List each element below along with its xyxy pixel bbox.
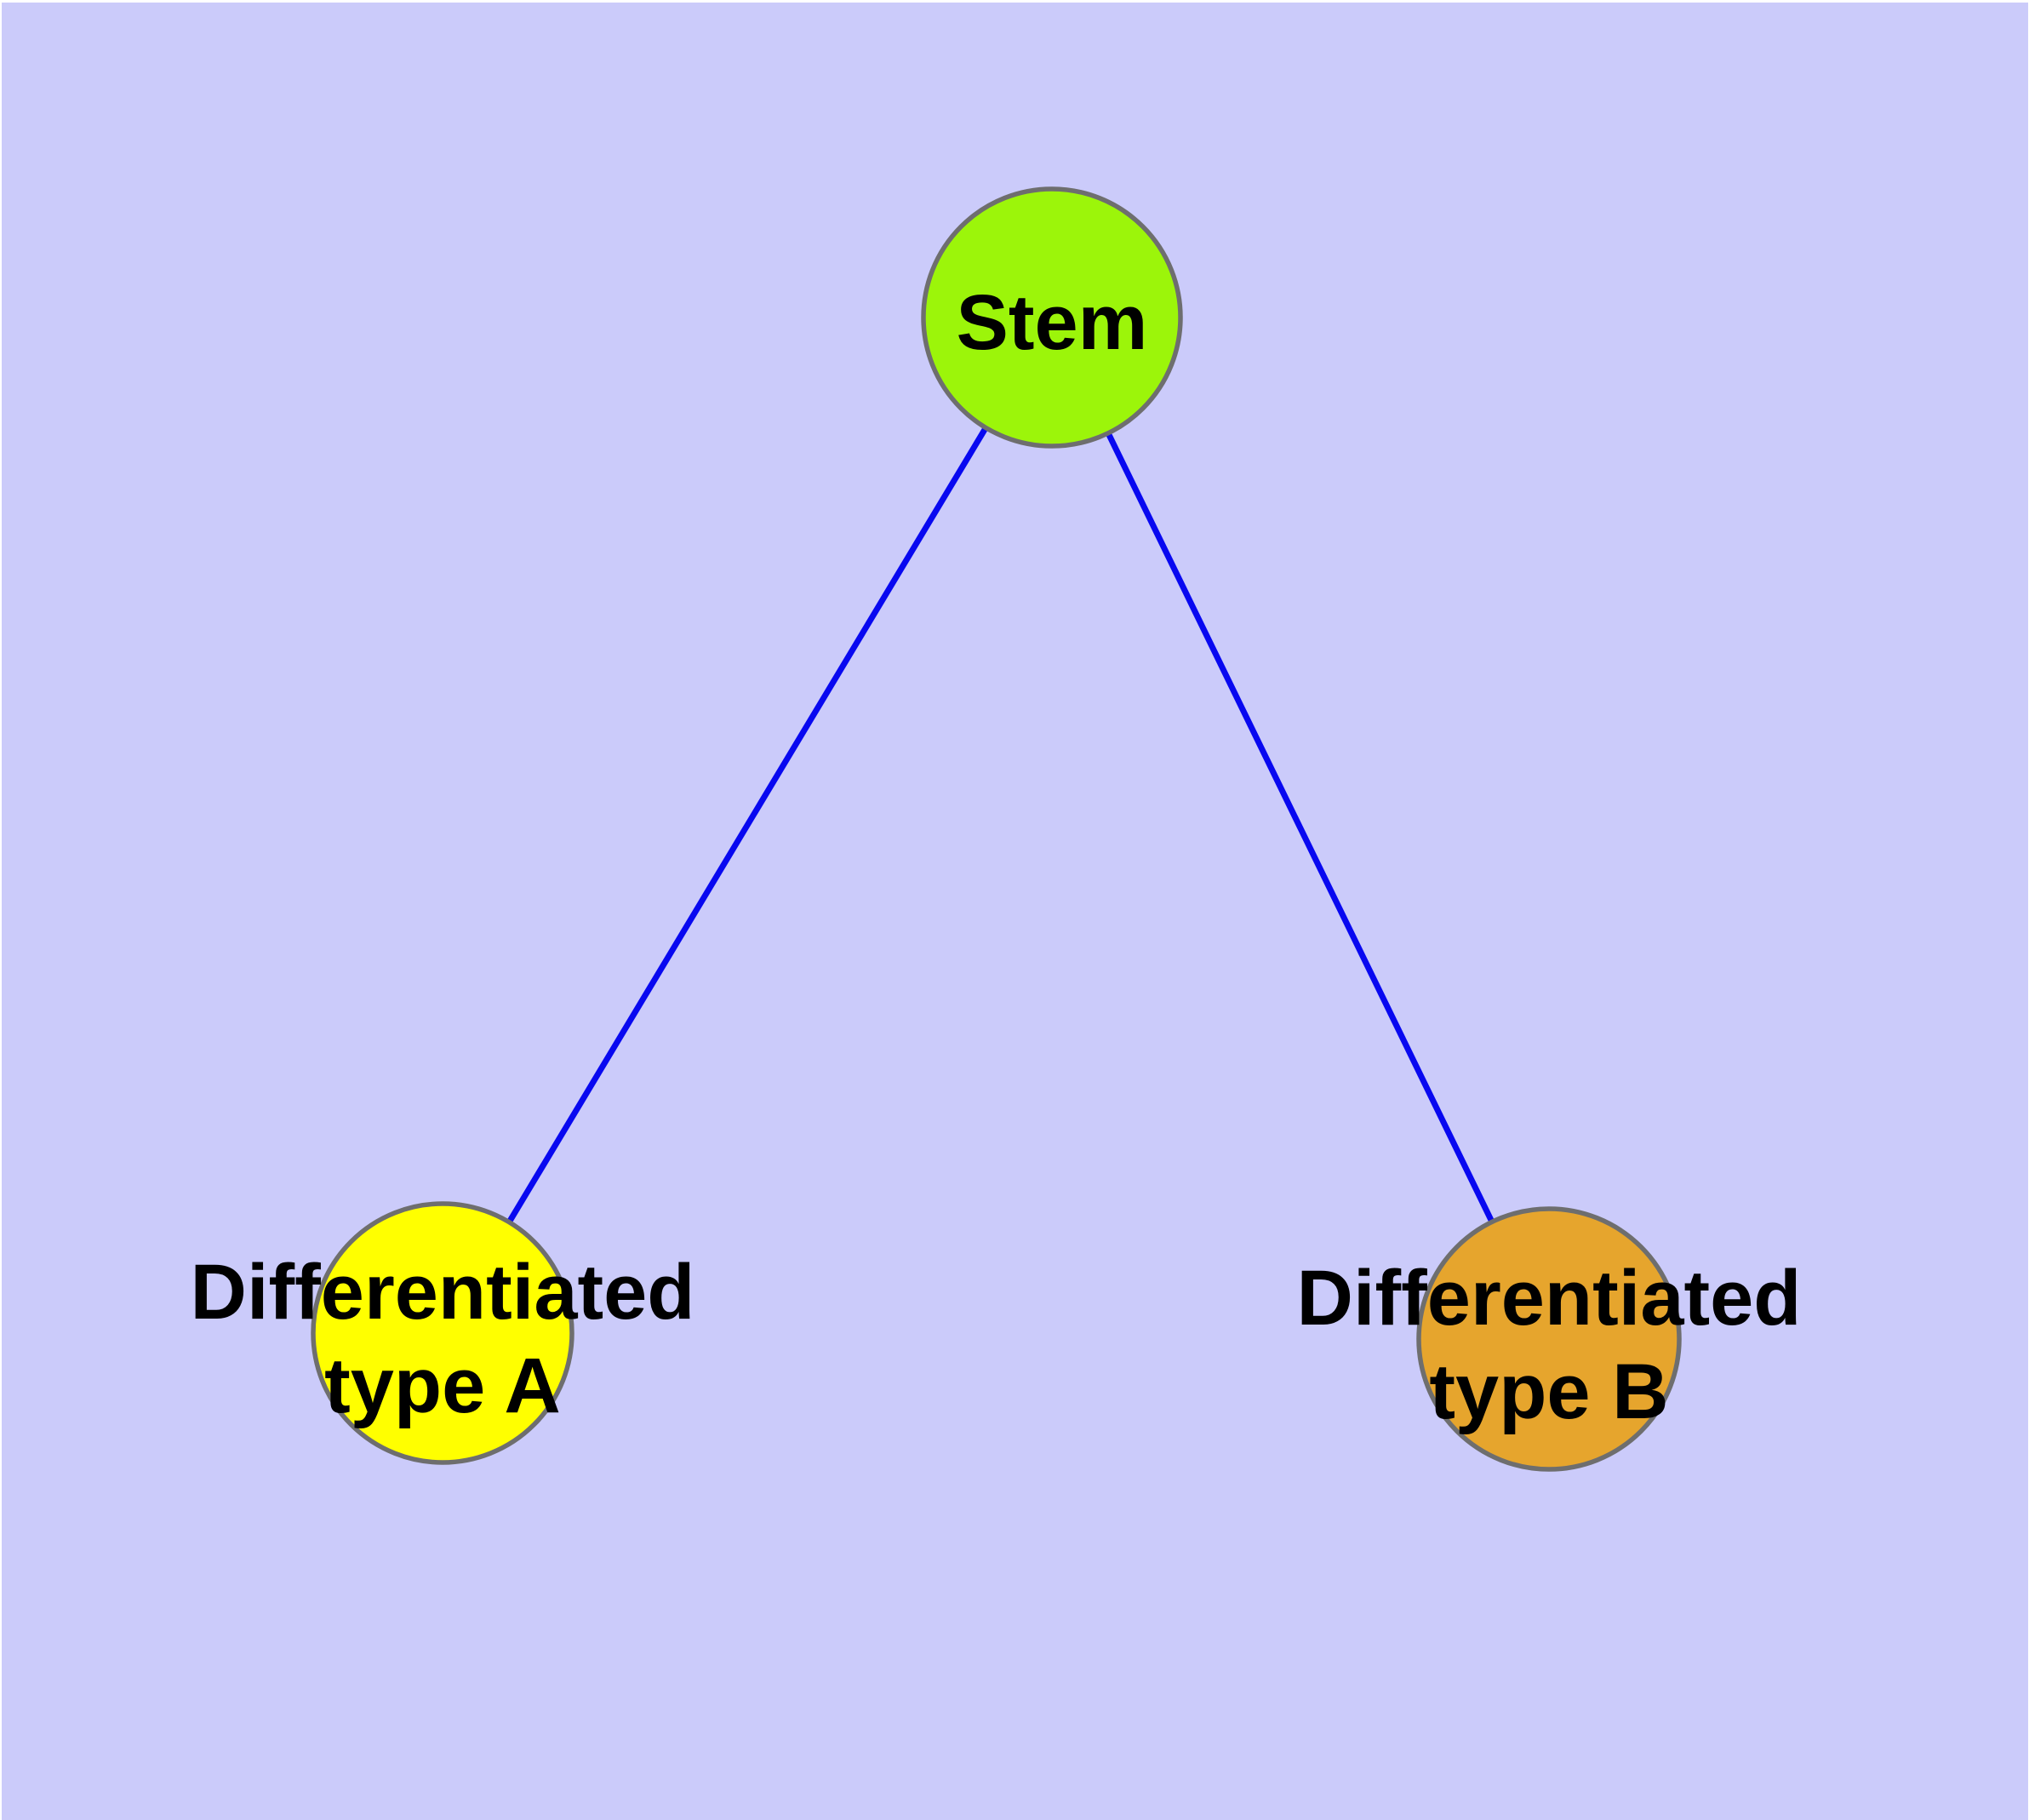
node-type-a-label-line1: Differentiated — [191, 1249, 695, 1336]
node-type-b-label-line1: Differentiated — [1297, 1255, 1802, 1342]
node-differentiated-type-a — [311, 1201, 574, 1465]
edge-stem-to-type-a — [439, 316, 1055, 1335]
node-stem — [921, 186, 1183, 449]
edge-stem-to-type-b — [1049, 316, 1552, 1341]
node-differentiated-type-b — [1416, 1206, 1682, 1472]
node-stem-label: Stem — [957, 279, 1148, 366]
node-type-a-label-line2: type A — [324, 1342, 561, 1429]
node-type-b-label-line2: type B — [1429, 1348, 1668, 1435]
